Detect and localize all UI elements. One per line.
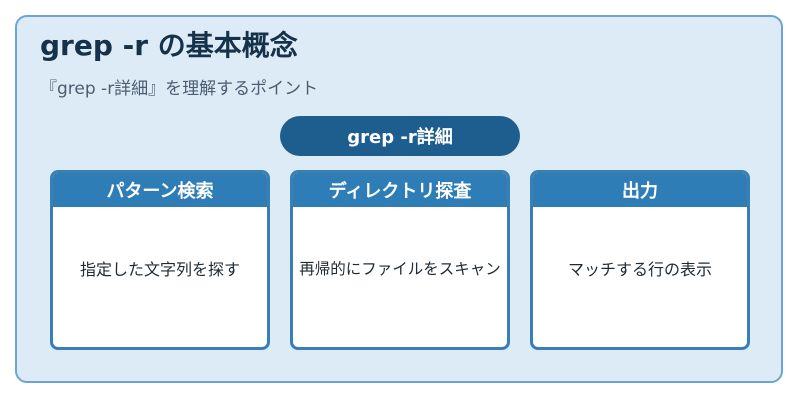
diagram-subtitle: 『grep -r詳細』を理解するポイント [40, 79, 319, 99]
card-body: 指定した文字列を探す [79, 260, 240, 279]
card-header: ディレクトリ探査 [293, 173, 507, 207]
card-body: 再帰的にファイルをスキャン [299, 260, 501, 278]
card-header: 出力 [533, 173, 747, 207]
card-header: パターン検索 [53, 173, 267, 207]
diagram-title: grep -r の基本概念 [40, 29, 298, 62]
card-body: マッチする行の表示 [567, 260, 712, 279]
central-concept-node: grep -r詳細 [280, 116, 520, 156]
concept-card-output: 出力 マッチする行の表示 [530, 170, 750, 350]
concept-card-directory-traversal: ディレクトリ探査 再帰的にファイルをスキャン [290, 170, 510, 350]
concept-card-pattern-search: パターン検索 指定した文字列を探す [50, 170, 270, 350]
